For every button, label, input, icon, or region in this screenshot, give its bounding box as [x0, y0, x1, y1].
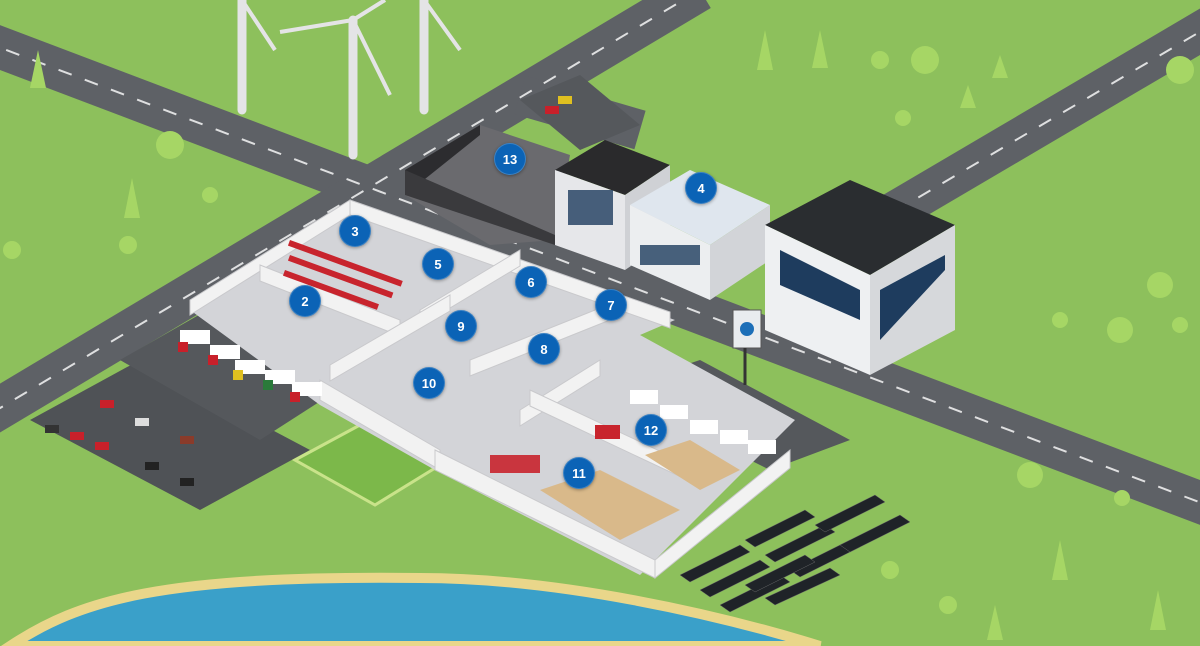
- area-marker-10[interactable]: 10: [413, 367, 445, 399]
- glass-office: [630, 170, 770, 300]
- solar-panels: [679, 494, 911, 613]
- machines: [282, 240, 620, 473]
- cars: [45, 96, 572, 486]
- area-marker-3[interactable]: 3: [339, 215, 371, 247]
- area-marker-6[interactable]: 6: [515, 266, 547, 298]
- parking-lot: [30, 360, 310, 510]
- trucks: [178, 330, 776, 454]
- lake: [0, 572, 822, 646]
- area-marker-11[interactable]: 11: [563, 457, 595, 489]
- area-marker-4[interactable]: 4: [685, 172, 717, 204]
- headquarters-building: [765, 180, 955, 375]
- droplet-logo-icon: [740, 322, 754, 336]
- area-marker-5[interactable]: 5: [422, 248, 454, 280]
- area-marker-2[interactable]: 2: [289, 285, 321, 317]
- area-marker-13[interactable]: 13: [494, 143, 526, 175]
- area-marker-8[interactable]: 8: [528, 333, 560, 365]
- trees: [3, 30, 1194, 640]
- area-marker-12[interactable]: 12: [635, 414, 667, 446]
- area-marker-7[interactable]: 7: [595, 289, 627, 321]
- billboard: [732, 309, 762, 349]
- area-marker-9[interactable]: 9: [445, 310, 477, 342]
- wind-turbines: [237, 0, 429, 160]
